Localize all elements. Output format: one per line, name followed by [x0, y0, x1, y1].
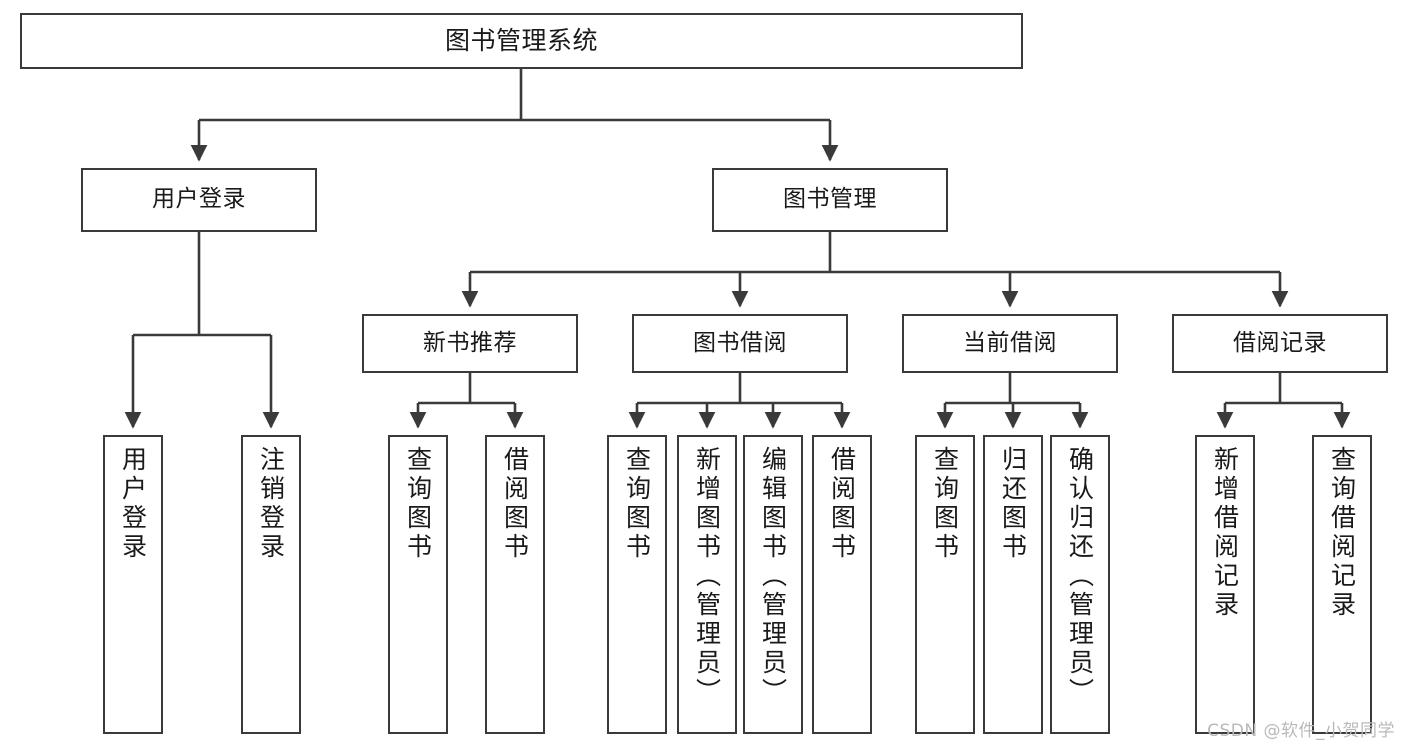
node-label: 确认归还（管理员）: [1065, 446, 1095, 707]
node-label: 图书管理系统: [444, 26, 598, 56]
node-label: 用户登录: [118, 446, 148, 562]
node-user-login[interactable]: 用户登录: [81, 168, 317, 232]
node-label: 查询图书: [930, 446, 960, 562]
node-label: 借阅图书: [827, 446, 857, 562]
node-label: 用户登录: [152, 186, 246, 213]
node-borrowing-record[interactable]: 借阅记录: [1172, 314, 1388, 373]
node-label: 查询图书: [403, 446, 433, 562]
node-label: 查询借阅记录: [1327, 446, 1357, 620]
node-label: 归还图书: [998, 446, 1028, 562]
node-book-management[interactable]: 图书管理: [712, 168, 948, 232]
node-leaf-query-book-recommend[interactable]: 查询图书: [388, 435, 448, 734]
node-label: 注销登录: [256, 446, 286, 562]
node-label: 借阅记录: [1233, 329, 1327, 356]
node-current-borrowing[interactable]: 当前借阅: [902, 314, 1118, 373]
node-leaf-add-borrow-record[interactable]: 新增借阅记录: [1195, 435, 1255, 734]
node-label: 查询图书: [622, 446, 652, 562]
node-leaf-query-book-borrow[interactable]: 查询图书: [607, 435, 667, 734]
node-leaf-borrow-book[interactable]: 借阅图书: [812, 435, 872, 734]
node-leaf-borrow-book-recommend[interactable]: 借阅图书: [485, 435, 545, 734]
node-leaf-query-borrow-record[interactable]: 查询借阅记录: [1312, 435, 1372, 734]
node-root-book-management-system[interactable]: 图书管理系统: [20, 13, 1023, 69]
node-leaf-logout[interactable]: 注销登录: [241, 435, 301, 734]
node-leaf-query-book-current[interactable]: 查询图书: [915, 435, 975, 734]
node-book-borrowing[interactable]: 图书借阅: [632, 314, 848, 373]
node-label: 图书借阅: [693, 329, 787, 356]
node-new-book-recommendation[interactable]: 新书推荐: [362, 314, 578, 373]
node-label: 借阅图书: [500, 446, 530, 562]
node-leaf-edit-book-admin[interactable]: 编辑图书（管理员）: [743, 435, 803, 734]
node-label: 新增图书（管理员）: [692, 446, 722, 707]
node-leaf-add-book-admin[interactable]: 新增图书（管理员）: [677, 435, 737, 734]
node-leaf-confirm-return-admin[interactable]: 确认归还（管理员）: [1050, 435, 1110, 734]
node-label: 编辑图书（管理员）: [758, 446, 788, 707]
node-label: 当前借阅: [963, 329, 1057, 356]
node-label: 图书管理: [783, 186, 877, 213]
node-leaf-user-login[interactable]: 用户登录: [103, 435, 163, 734]
node-label: 新增借阅记录: [1210, 446, 1240, 620]
node-leaf-return-book[interactable]: 归还图书: [983, 435, 1043, 734]
node-label: 新书推荐: [423, 329, 517, 356]
